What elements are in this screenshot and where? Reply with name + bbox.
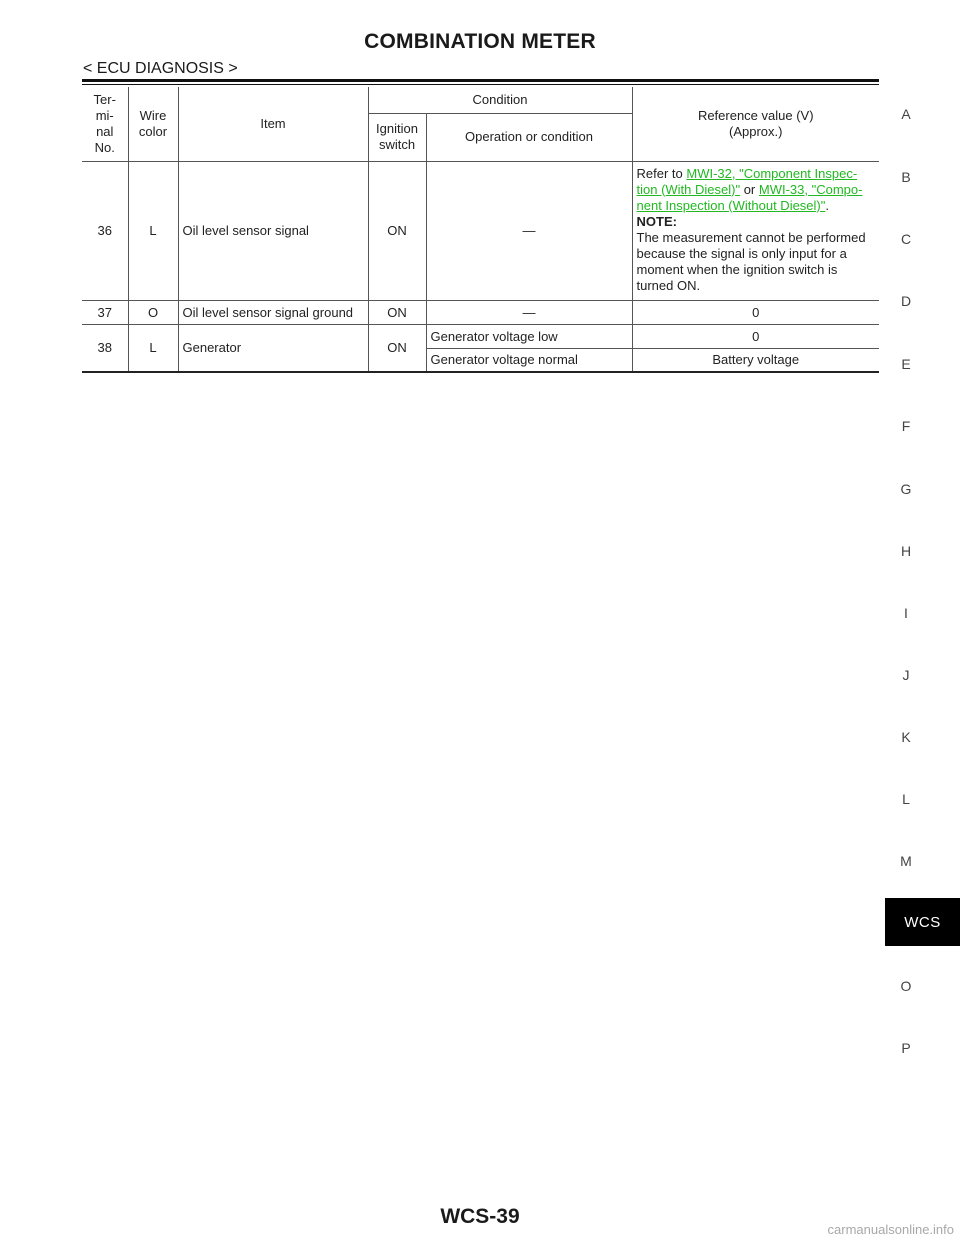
side-index-active-tab[interactable]: WCS (885, 898, 960, 946)
item-cell: Oil level sensor signal ground (177, 300, 368, 325)
table-row: 36 L Oil level sensor signal ON — Refer … (82, 161, 879, 301)
side-index-h[interactable]: H (900, 543, 912, 559)
page-number: WCS-39 (440, 1205, 520, 1228)
header-rule (82, 79, 879, 82)
table-row: Generator voltage normal Battery voltage (82, 348, 879, 373)
side-index-i[interactable]: I (904, 605, 908, 621)
side-index-m[interactable]: M (900, 853, 912, 869)
side-index-b[interactable]: B (901, 169, 911, 185)
ignition-cell: ON (367, 300, 426, 325)
terminal-cell: 38 (82, 324, 128, 373)
watermark: carmanualsonline.info (827, 1222, 954, 1237)
link-mwi-32[interactable]: MWI-32, "Component Inspec-tion (With Die… (636, 165, 858, 197)
side-index-c[interactable]: C (900, 231, 912, 247)
operation-cell: Generator voltage normal (425, 348, 632, 373)
side-index-p[interactable]: P (901, 1040, 911, 1056)
link-mwi-33[interactable]: MWI-33, "Compo-nent Inspection (Without … (636, 181, 863, 213)
header-reference-value: Reference value (V)(Approx.) (631, 87, 879, 162)
side-index-a[interactable]: A (901, 106, 911, 122)
reference-cell: 0 (631, 324, 879, 349)
item-cell: Generator (177, 324, 368, 373)
table-row: 38 L Generator ON Generator voltage low … (82, 324, 879, 373)
ignition-cell: ON (367, 161, 426, 301)
reference-cell: 0 (631, 300, 879, 325)
wire-color-cell: O (127, 300, 178, 325)
terminal-cell: 37 (82, 300, 128, 325)
side-index-e[interactable]: E (901, 356, 911, 372)
reference-cell: Refer to MWI-32, "Component Inspec-tion … (631, 161, 879, 301)
operation-cell: Generator voltage low (425, 324, 632, 349)
side-index-d[interactable]: D (900, 293, 912, 309)
side-index-k[interactable]: K (901, 729, 911, 745)
breadcrumb: < ECU DIAGNOSIS > (83, 60, 238, 77)
page-title: COMBINATION METER (364, 30, 596, 53)
note-label: NOTE: (636, 213, 677, 229)
wire-color-cell: L (127, 161, 178, 301)
side-index-f[interactable]: F (901, 418, 911, 434)
header-rule-thin (82, 84, 879, 85)
table-row: 37 O Oil level sensor signal ground ON —… (82, 300, 879, 325)
reference-cell: Battery voltage (631, 348, 879, 373)
side-index-l[interactable]: L (902, 791, 910, 807)
side-index-g[interactable]: G (900, 481, 912, 497)
wire-color-cell: L (127, 324, 178, 373)
side-index-o[interactable]: O (900, 978, 912, 994)
operation-cell: — (425, 300, 632, 325)
terminal-cell: 36 (82, 161, 128, 301)
operation-cell: — (425, 161, 632, 301)
header-condition: Condition (367, 87, 632, 114)
ignition-cell: ON (367, 324, 426, 373)
header-operation-condition: Operation or condition (425, 113, 632, 162)
item-cell: Oil level sensor signal (177, 161, 368, 301)
side-index-j[interactable]: J (902, 667, 910, 683)
header-item: Item (177, 87, 368, 162)
